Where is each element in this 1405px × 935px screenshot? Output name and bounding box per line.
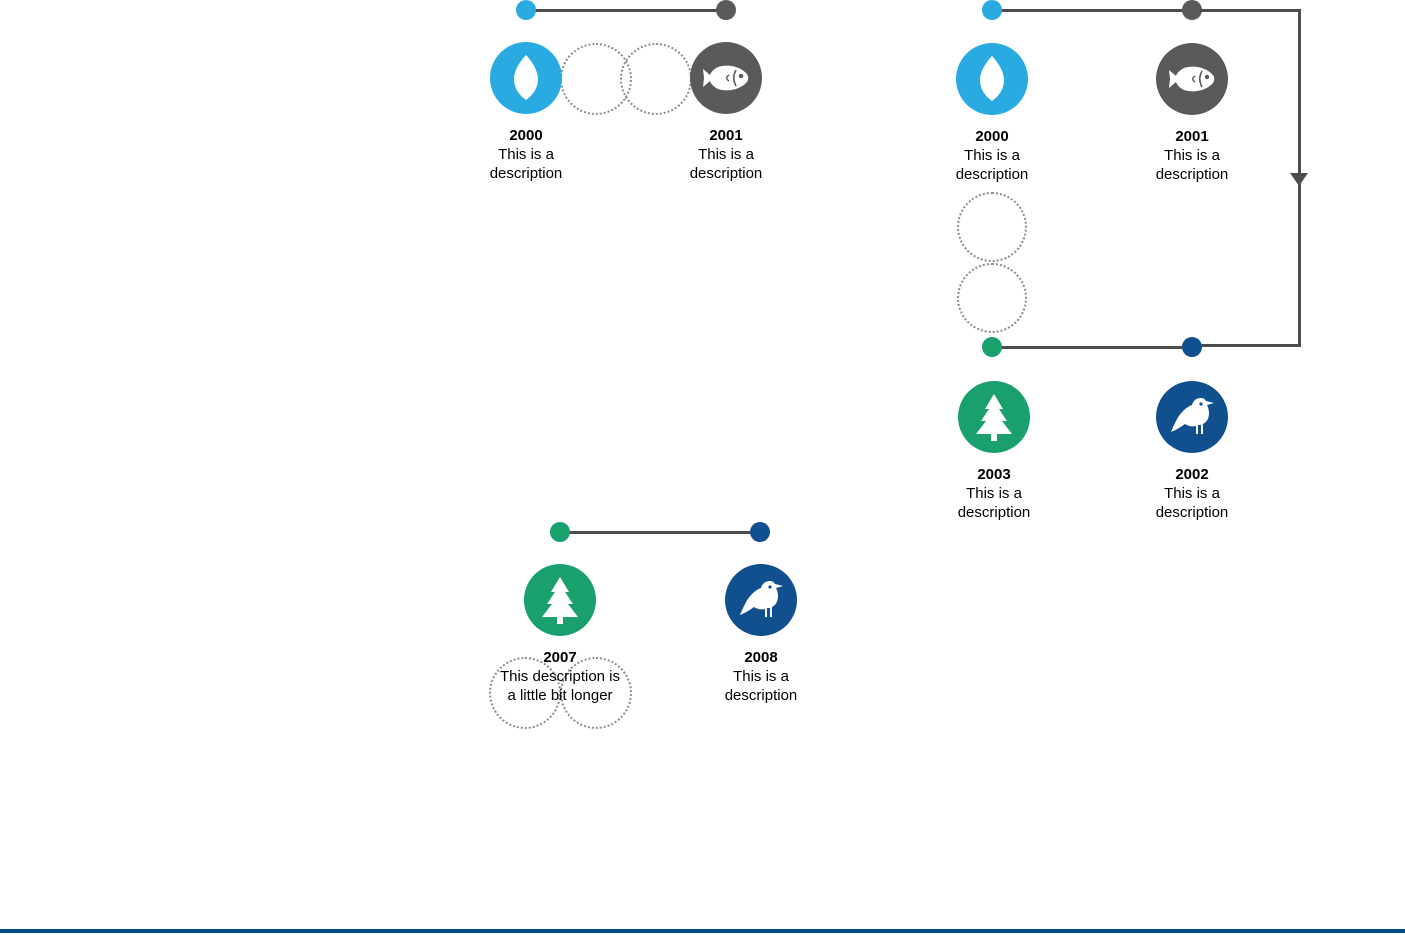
timeline-rail-group1 (516, 0, 736, 20)
node-year: 2000 (509, 127, 543, 144)
node-desc-line2: description (1155, 504, 1229, 521)
node-desc-line2: a little bit longer (507, 687, 613, 704)
rail-line (996, 346, 1188, 349)
timeline-node-2002[interactable]: 2002 This is a description (1112, 381, 1272, 522)
node-desc-line2: description (689, 165, 763, 182)
tree-icon-circle (958, 381, 1030, 453)
fish-icon (1167, 64, 1217, 94)
timeline-node-2001[interactable]: 2001 This is a description (1112, 43, 1272, 184)
node-year: 2001 (1175, 128, 1209, 145)
elbow-segment-top (1200, 9, 1301, 12)
elbow-segment-bottom (1200, 344, 1301, 347)
rail-dot-2002[interactable] (1182, 337, 1202, 357)
node-desc-line2: description (1155, 166, 1229, 183)
timeline-node-2000[interactable]: 2000 This is a description (912, 43, 1072, 184)
node-desc-line1: This is a (964, 147, 1020, 164)
timeline-node-2007[interactable]: 2007 This description is a little bit lo… (480, 564, 640, 705)
tree-icon (971, 392, 1017, 442)
flame-icon-circle (490, 42, 562, 114)
rail-dot-2001[interactable] (716, 0, 736, 20)
tree-icon-circle (524, 564, 596, 636)
rail-dot-2003[interactable] (982, 337, 1002, 357)
flame-icon (505, 54, 547, 102)
node-desc-line1: This description is (499, 668, 621, 685)
node-year: 2008 (744, 649, 778, 666)
node-year: 2001 (709, 127, 743, 144)
node-desc-line1: This is a (1164, 485, 1220, 502)
bird-icon (737, 577, 785, 623)
flame-icon-circle (956, 43, 1028, 115)
footer-rule (0, 929, 1405, 933)
node-desc-line2: description (724, 687, 798, 704)
placeholder-circle (957, 192, 1027, 262)
node-year: 2007 (543, 649, 577, 666)
placeholder-circle (957, 263, 1027, 333)
timeline-node-2008[interactable]: 2008 This is a description (681, 564, 841, 705)
node-desc-line1: This is a (698, 146, 754, 163)
timeline-node-2000[interactable]: 2000 This is a description (446, 42, 606, 183)
flame-icon (971, 55, 1013, 103)
fish-icon-circle (690, 42, 762, 114)
timeline-node-2003[interactable]: 2003 This is a description (914, 381, 1074, 522)
node-desc-line1: This is a (966, 485, 1022, 502)
node-desc-line1: This is a (498, 146, 554, 163)
rail-dot-2007[interactable] (550, 522, 570, 542)
node-desc-line2: description (955, 166, 1029, 183)
rail-dot-2000[interactable] (982, 0, 1002, 20)
fish-icon-circle (1156, 43, 1228, 115)
node-year: 2002 (1175, 466, 1209, 483)
node-desc-line2: description (489, 165, 563, 182)
rail-dot-2000[interactable] (516, 0, 536, 20)
timeline-rail-group3 (550, 522, 770, 542)
fish-icon (701, 63, 751, 93)
elbow-arrowhead-icon (1290, 173, 1308, 186)
node-desc-line2: description (957, 504, 1031, 521)
node-year: 2003 (977, 466, 1011, 483)
node-year: 2000 (975, 128, 1009, 145)
rail-line (530, 9, 722, 12)
bird-icon-circle (1156, 381, 1228, 453)
placeholder-circle (560, 657, 632, 729)
timeline-node-2001[interactable]: 2001 This is a description (646, 42, 806, 183)
tree-icon (537, 575, 583, 625)
rail-dot-2001[interactable] (1182, 0, 1202, 20)
bird-icon-circle (725, 564, 797, 636)
timeline-rail-group2-bottom (982, 337, 1202, 357)
rail-line (996, 9, 1188, 12)
node-desc-line1: This is a (733, 668, 789, 685)
node-desc-line1: This is a (1164, 147, 1220, 164)
rail-line (564, 531, 756, 534)
rail-dot-2008[interactable] (750, 522, 770, 542)
timeline-rail-group2-top (982, 0, 1202, 20)
bird-icon (1168, 394, 1216, 440)
